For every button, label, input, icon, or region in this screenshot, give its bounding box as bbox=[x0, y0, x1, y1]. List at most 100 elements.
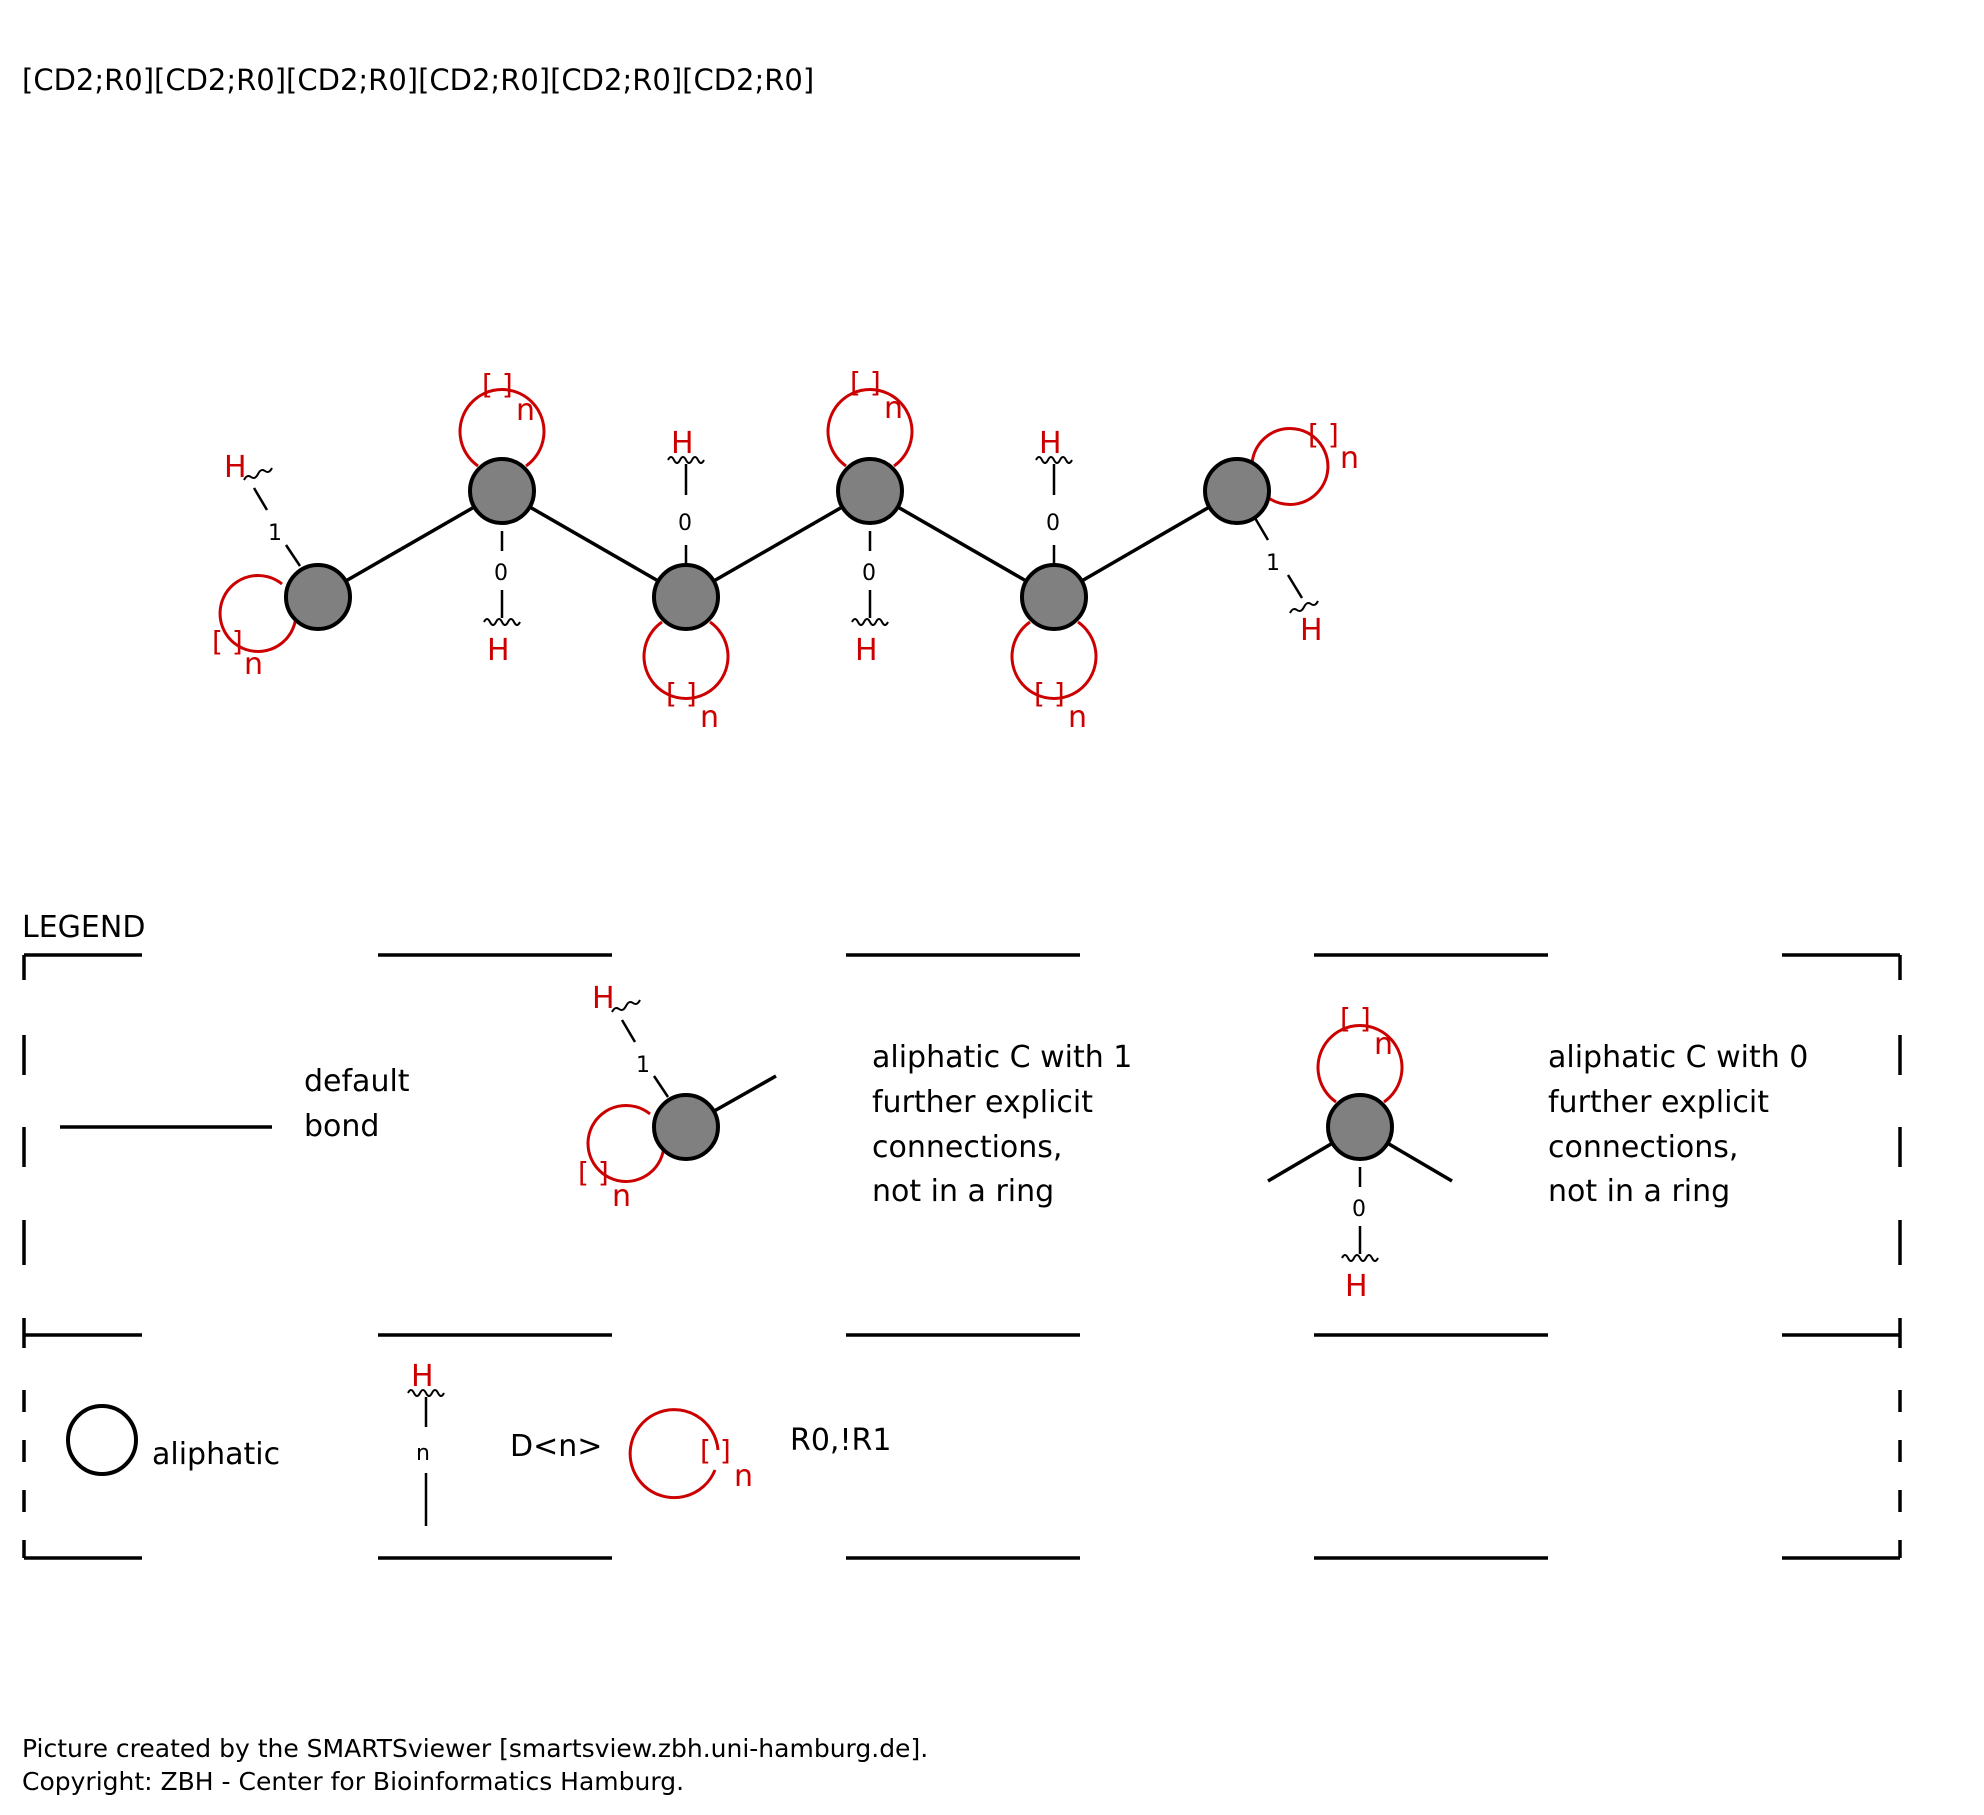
atom-circle bbox=[284, 563, 352, 631]
h-label: H bbox=[1345, 1269, 1368, 1304]
atom-1: [ ] n 1 H bbox=[212, 450, 352, 682]
footer-credit: Picture created by the SMARTSviewer [sma… bbox=[22, 1734, 928, 1763]
h-label: H bbox=[592, 981, 615, 1016]
atom-circle bbox=[1326, 1093, 1394, 1161]
legend-degree: H n D<n> bbox=[407, 1359, 602, 1526]
description-line-1: aliphatic C with 1 bbox=[872, 1040, 1132, 1075]
wavy-bond bbox=[851, 618, 889, 626]
atom-3: 0 H [ ] n bbox=[642, 426, 730, 735]
h-label: H bbox=[1039, 426, 1062, 461]
ring-label: [ ] bbox=[666, 677, 697, 710]
ring-key-label: R0,!R1 bbox=[790, 1423, 891, 1458]
h-label: H bbox=[224, 450, 247, 485]
wavy-bond bbox=[1341, 1254, 1379, 1262]
ring-arc bbox=[1010, 620, 1098, 700]
legend-aliphatic-c-1: [ ] n 1 H aliphatic C with 1 further exp… bbox=[578, 981, 1132, 1214]
atom-5: 0 H [ ] n bbox=[1010, 426, 1098, 735]
ring-n-label: n bbox=[1340, 441, 1359, 476]
molecule: [ ] n 1 H [ ] n 0 H 0 H bbox=[212, 366, 1359, 735]
description-line-4: not in a ring bbox=[872, 1174, 1054, 1209]
ring-n-label: n bbox=[244, 647, 263, 682]
ring-n-label: n bbox=[734, 1459, 753, 1494]
atom-4: [ ] n 0 H bbox=[826, 366, 914, 668]
atom-circle bbox=[468, 457, 536, 525]
legend-title: LEGEND bbox=[22, 910, 145, 945]
atom-circle bbox=[652, 1093, 720, 1161]
h-label: H bbox=[411, 1359, 434, 1394]
description-line-2: further explicit bbox=[1548, 1085, 1769, 1120]
atom-circle bbox=[652, 563, 720, 631]
default-bond-label-1: default bbox=[304, 1064, 410, 1099]
wavy-bond bbox=[407, 1389, 445, 1397]
aliphatic-circle bbox=[66, 1404, 138, 1476]
ring-arc bbox=[586, 1103, 666, 1183]
bond-3-4 bbox=[685, 489, 871, 599]
degree-label: 0 bbox=[1046, 511, 1060, 536]
ring-label: [ ] bbox=[212, 625, 243, 658]
wavy-bond bbox=[667, 456, 705, 464]
ring-n-label: n bbox=[1068, 700, 1087, 735]
degree-label: 1 bbox=[1266, 551, 1280, 576]
degree-label: 0 bbox=[862, 561, 876, 586]
ring-label: [ ] bbox=[1308, 418, 1339, 451]
ring-n-label: n bbox=[884, 391, 903, 426]
legend-frame bbox=[22, 953, 1902, 1560]
ring-label: [ ] bbox=[482, 368, 513, 401]
ring-arc bbox=[458, 388, 546, 468]
degree-label: 0 bbox=[494, 561, 508, 586]
legend-aliphatic: aliphatic bbox=[66, 1404, 280, 1476]
bond-2-3 bbox=[501, 489, 687, 599]
aliphatic-label: aliphatic bbox=[152, 1437, 280, 1472]
ring-n-label: n bbox=[516, 393, 535, 428]
atom-6: [ ] n 1 H bbox=[1203, 418, 1359, 648]
smarts-string: [CD2;R0][CD2;R0][CD2;R0][CD2;R0][CD2;R0]… bbox=[22, 63, 814, 97]
wavy-bond bbox=[483, 618, 521, 626]
ring-label: [ ] bbox=[850, 366, 881, 399]
atom-circle bbox=[836, 457, 904, 525]
legend-ring: [ ] n R0,!R1 bbox=[628, 1408, 891, 1500]
degree-key-label: D<n> bbox=[510, 1429, 602, 1464]
ring-arc bbox=[826, 388, 914, 468]
wavy-bond bbox=[611, 999, 641, 1013]
h-label: H bbox=[855, 633, 878, 668]
ring-arc bbox=[218, 573, 298, 653]
h-label: H bbox=[487, 633, 510, 668]
ring-arc bbox=[628, 1408, 720, 1500]
legend-aliphatic-c-0: [ ] n 0 H aliphatic C with 0 further exp… bbox=[1267, 1002, 1808, 1304]
wavy-bond bbox=[1035, 456, 1073, 464]
degree-label: 0 bbox=[678, 511, 692, 536]
ring-arc bbox=[642, 620, 730, 700]
description-line-4: not in a ring bbox=[1548, 1174, 1730, 1209]
degree-label: 0 bbox=[1352, 1197, 1366, 1222]
atom-circle bbox=[1203, 457, 1271, 525]
default-bond-label-2: bond bbox=[304, 1109, 379, 1144]
atom-circle bbox=[1020, 563, 1088, 631]
description-line-2: further explicit bbox=[872, 1085, 1093, 1120]
n-label: n bbox=[416, 1441, 430, 1466]
ring-arc bbox=[1250, 427, 1330, 506]
bond-5-6 bbox=[1053, 489, 1238, 599]
atom-2: [ ] n 0 H bbox=[458, 368, 546, 668]
ring-n-label: n bbox=[612, 1179, 631, 1214]
ring-label: [ ] bbox=[1034, 677, 1065, 710]
ring-n-label: n bbox=[700, 700, 719, 735]
description-line-3: connections, bbox=[872, 1130, 1062, 1165]
ring-label: [ ] bbox=[700, 1434, 731, 1467]
ring-arc bbox=[1316, 1024, 1404, 1104]
ring-label: [ ] bbox=[578, 1156, 609, 1189]
degree-label: 1 bbox=[636, 1053, 650, 1078]
ring-label: [ ] bbox=[1340, 1002, 1371, 1035]
h-label: H bbox=[1300, 613, 1323, 648]
description-line-1: aliphatic C with 0 bbox=[1548, 1040, 1808, 1075]
bond-4-5 bbox=[869, 489, 1055, 599]
legend-default-bond: default bond bbox=[60, 1064, 410, 1144]
footer-copyright: Copyright: ZBH - Center for Bioinformati… bbox=[22, 1767, 684, 1796]
wavy-bond bbox=[243, 467, 273, 481]
degree-label: 1 bbox=[268, 521, 282, 546]
wavy-bond bbox=[1289, 600, 1319, 614]
h-label: H bbox=[671, 426, 694, 461]
description-line-3: connections, bbox=[1548, 1130, 1738, 1165]
ring-n-label: n bbox=[1374, 1027, 1393, 1062]
bond-1-2 bbox=[317, 489, 503, 599]
